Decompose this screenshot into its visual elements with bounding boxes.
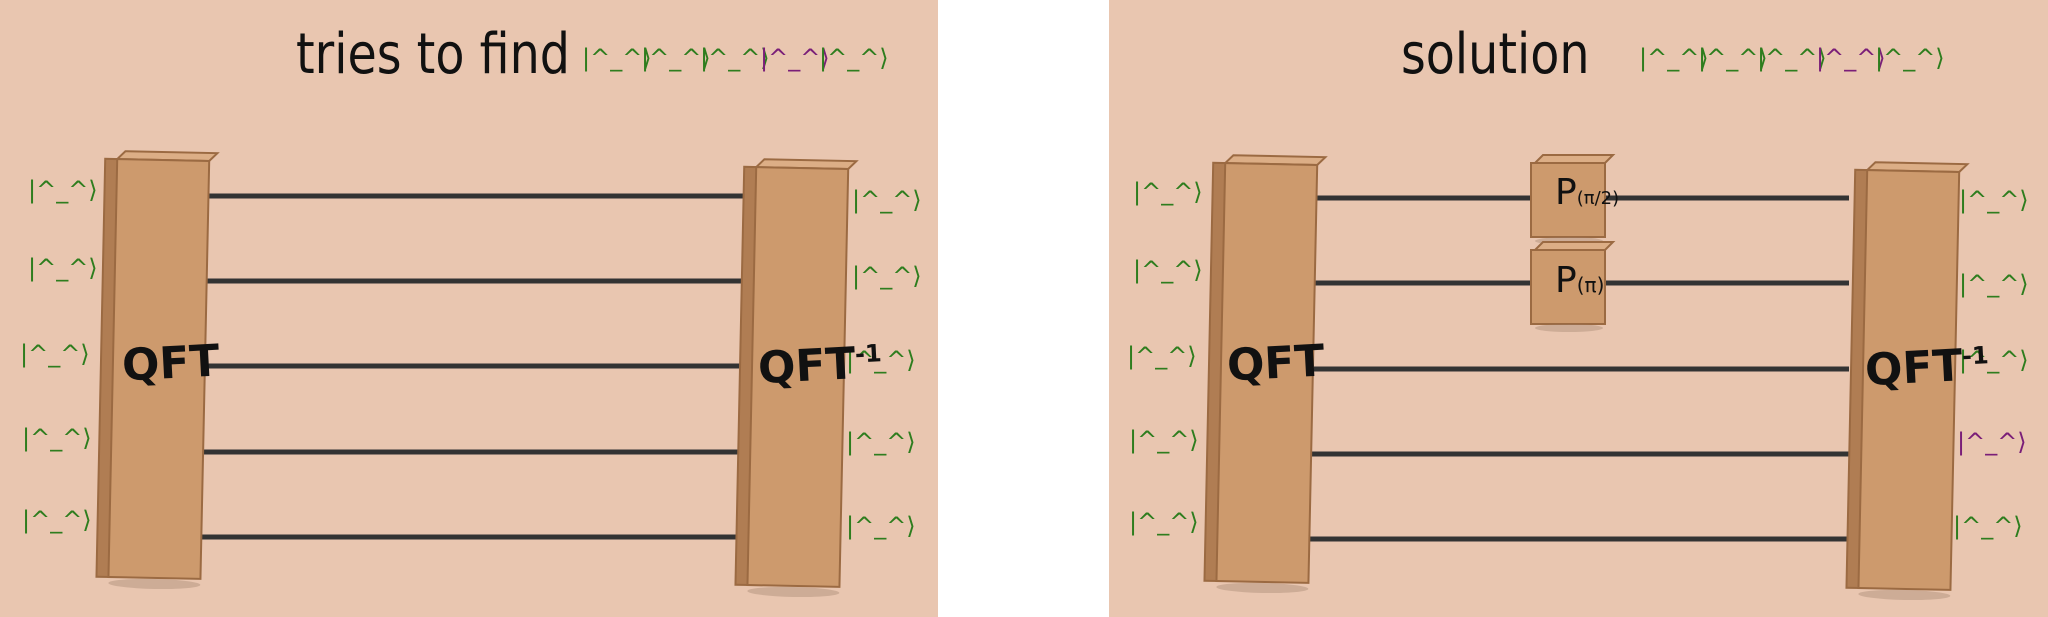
- left-output-ket-1: |^_^⟩: [852, 186, 922, 214]
- right-target-ket-1: |^_^⟩: [1639, 44, 1709, 72]
- left-iqft-gate-front: [746, 166, 850, 588]
- phase-gate-1-top: [1532, 154, 1616, 164]
- left-title: tries to find: [296, 22, 570, 87]
- right-target-ket-2: |^_^⟩: [1698, 44, 1768, 72]
- phase-gate-2-label: P(π): [1555, 260, 1605, 301]
- phase-gate-2-shadow: [1535, 324, 1603, 332]
- left-target-ket-4: |^_^⟩: [760, 44, 830, 72]
- left-target-ket-2: |^_^⟩: [641, 44, 711, 72]
- left-iqft-gate: [734, 158, 859, 598]
- right-output-ket-1: |^_^⟩: [1959, 186, 2029, 214]
- left-circuit: [95, 150, 859, 598]
- left-output-ket-4: |^_^⟩: [846, 428, 916, 456]
- left-target-ket-3: |^_^⟩: [700, 44, 770, 72]
- left-qft-label: QFT: [120, 335, 221, 392]
- left-qft-gate-front: [107, 158, 211, 580]
- left-input-ket-3: |^_^⟩: [20, 340, 90, 368]
- right-output-ket-4: |^_^⟩: [1957, 428, 2027, 456]
- right-output-ket-5: |^_^⟩: [1953, 512, 2023, 540]
- right-qft-gate-shadow: [1216, 582, 1309, 594]
- left-qft-gate-shadow: [108, 578, 201, 590]
- right-target-ket-5: |^_^⟩: [1875, 44, 1945, 72]
- right-input-ket-2: |^_^⟩: [1133, 256, 1203, 284]
- right-title: solution: [1401, 22, 1590, 87]
- right-qft-label: QFT: [1225, 335, 1326, 392]
- phase-gate-2-front: [1530, 249, 1606, 325]
- left-output-ket-2: |^_^⟩: [852, 262, 922, 290]
- right-target-ket-4: |^_^⟩: [1816, 44, 1886, 72]
- right-qft-gate-front: [1215, 162, 1319, 584]
- right-input-ket-4: |^_^⟩: [1129, 426, 1199, 454]
- right-input-ket-5: |^_^⟩: [1129, 508, 1199, 536]
- left-panel: tries to find |^_^⟩|^_^⟩|^_^⟩|^_^⟩|^_^⟩ …: [0, 0, 938, 617]
- left-input-ket-1: |^_^⟩: [28, 176, 98, 204]
- phase-gate-2: [1530, 241, 1616, 332]
- right-circuit: [1203, 154, 1970, 601]
- phase-gate-1-label: P(π/2): [1555, 172, 1620, 213]
- right-output-ket-3: |^_^⟩: [1959, 346, 2029, 374]
- right-iqft-gate-shadow: [1858, 589, 1951, 601]
- right-output-ket-2: |^_^⟩: [1959, 270, 2029, 298]
- left-iqft-gate-shadow: [747, 586, 840, 598]
- right-iqft-gate-front: [1857, 169, 1961, 591]
- left-output-ket-3: |^_^⟩: [846, 346, 916, 374]
- right-qft-gate: [1203, 154, 1328, 594]
- phase-gate-2-top: [1532, 241, 1616, 251]
- left-input-ket-5: |^_^⟩: [22, 506, 92, 534]
- right-input-ket-1: |^_^⟩: [1133, 178, 1203, 206]
- right-iqft-gate: [1845, 161, 1970, 601]
- right-target-ket-3: |^_^⟩: [1757, 44, 1827, 72]
- left-iqft-label: QFT-1: [756, 338, 883, 395]
- right-iqft-label: QFT-1: [1863, 340, 1990, 397]
- left-qft-gate: [95, 150, 220, 590]
- phase-gate-1-front: [1530, 162, 1606, 238]
- left-input-ket-4: |^_^⟩: [22, 424, 92, 452]
- right-input-ket-3: |^_^⟩: [1127, 342, 1197, 370]
- left-output-ket-5: |^_^⟩: [846, 512, 916, 540]
- left-input-ket-2: |^_^⟩: [28, 254, 98, 282]
- left-target-ket-5: |^_^⟩: [819, 44, 889, 72]
- right-panel: solution |^_^⟩|^_^⟩|^_^⟩|^_^⟩|^_^⟩ |^_^⟩…: [1109, 0, 2048, 617]
- left-target-ket-1: |^_^⟩: [582, 44, 652, 72]
